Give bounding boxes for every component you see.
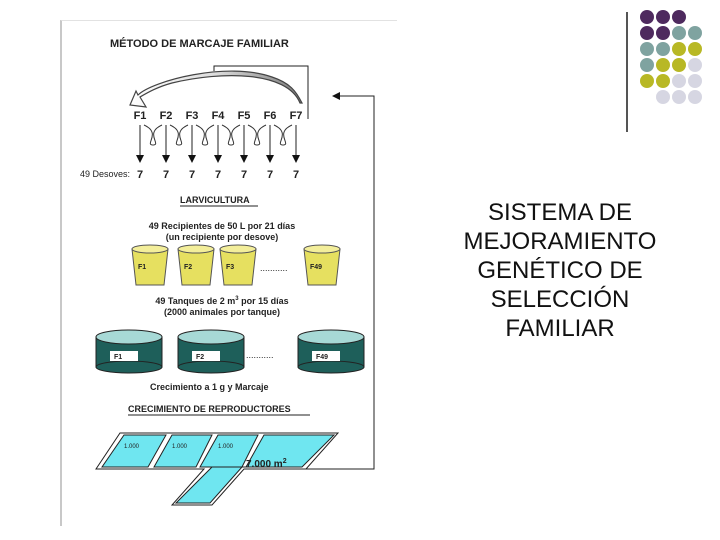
pond-big [174,434,336,504]
decor-dot [656,26,670,40]
decor-dot [672,74,686,88]
decor-dot [688,42,702,56]
reproducers-heading: CRECIMIENTO DE REPRODUCTORES [128,404,291,414]
tanks-line-1-superscript: 3 [235,296,239,302]
big-pond-label-text: 7.000 m [246,459,283,470]
tank-ellipsis: ........... [246,350,274,360]
family-loop-4 [221,124,241,146]
decor-dot [656,42,670,56]
pond-group: 1.000 1.000 1.000 7.000 m2 [95,432,340,506]
desoves-label: 49 Desoves: [80,169,130,179]
tank-label-3: F49 [316,354,328,361]
desove-count-4: 7 [215,169,221,181]
growth-label: Crecimiento a 1 g y Marcaje [150,382,269,392]
bucket-2: F2 [177,244,215,286]
tank-1: F1 [95,329,163,374]
tank-row: F1 F2 F49 [95,329,365,374]
tanks-line-1: 49 Tanques de 2 m3 por 15 días [155,296,288,306]
pond-small-1 [101,434,167,468]
accent-vertical-line [626,12,628,132]
family-label-2: F2 [160,110,173,122]
tanks-line-1-text: 49 Tanques de 2 m [155,296,235,306]
tank-3: F49 [297,329,365,374]
pond-small-2 [153,434,213,468]
family-loop-3 [195,124,215,146]
family-label-3: F3 [186,110,199,122]
desove-counts: 7 7 7 7 7 7 7 [137,169,299,181]
pond-label-2: 1.000 [172,444,188,450]
pond-outline [95,432,340,506]
decor-dot [640,74,654,88]
decor-dot [640,26,654,40]
bucket-1: F1 [131,244,169,286]
decor-dot [688,26,702,40]
family-loops [143,124,293,146]
family-row: F1 F2 F3 F4 F5 F6 F7 [134,110,303,122]
family-label-1: F1 [134,110,147,122]
bucket-label-1: F1 [138,264,146,271]
decor-dot [656,90,670,104]
bucket-ellipsis: ........... [260,263,288,273]
recipients-line-2: (un recipiente por desove) [166,232,279,242]
tanks-line-1-tail: por 15 días [239,296,289,306]
desove-count-2: 7 [163,169,169,181]
decor-dot [656,74,670,88]
family-label-7: F7 [290,110,303,122]
slide-title: SISTEMA DE MEJORAMIENTO GENÉTICO DE SELE… [463,199,657,342]
tanks-line-2: (2000 animales por tanque) [164,307,280,317]
decor-dot [672,58,686,72]
bucket-row: F1 F2 F3 F49 [131,244,341,286]
decor-dot [672,26,686,40]
decor-dot [672,42,686,56]
desove-count-5: 7 [241,169,247,181]
family-loop-6 [273,124,293,146]
decor-dot [672,10,686,24]
family-label-4: F4 [212,110,226,122]
family-loop-5 [247,124,267,146]
diagram-heading: MÉTODO DE MARCAJE FAMILIAR [110,37,289,50]
family-loop-1 [143,124,163,146]
recipients-line-1: 49 Recipientes de 50 L por 21 días [149,221,295,231]
bucket-label-3: F3 [226,264,234,271]
decor-dot [688,74,702,88]
desove-count-7: 7 [293,169,299,181]
bucket-3: F3 [219,244,257,286]
desove-arrows [136,125,300,163]
bucket-label-2: F2 [184,264,192,271]
family-loop-2 [169,124,189,146]
decorative-dot-grid [640,10,720,120]
bucket-label-4: F49 [310,264,322,271]
desove-count-6: 7 [267,169,273,181]
decor-dot [640,42,654,56]
decor-dot [640,58,654,72]
bucket-4: F49 [303,244,341,286]
desove-count-1: 7 [137,169,143,181]
tank-2: F2 [177,329,245,374]
feedback-loop-line [213,65,375,470]
decor-dot [640,10,654,24]
larvicultura-heading: LARVICULTURA [180,195,250,205]
return-curve-arrow [129,70,303,108]
pond-label-3: 1.000 [218,444,234,450]
decor-dot [656,58,670,72]
tank-label-2: F2 [196,354,204,361]
big-pond-label: 7.000 m2 [246,458,287,470]
pond-label-1: 1.000 [124,444,140,450]
tank-label-1: F1 [114,354,122,361]
family-label-5: F5 [238,110,251,122]
big-pond-label-superscript: 2 [283,458,287,465]
decor-dot [656,10,670,24]
desove-count-3: 7 [189,169,195,181]
decor-dot [688,58,702,72]
family-label-6: F6 [264,110,277,122]
decor-dot [688,90,702,104]
decor-dot [672,90,686,104]
